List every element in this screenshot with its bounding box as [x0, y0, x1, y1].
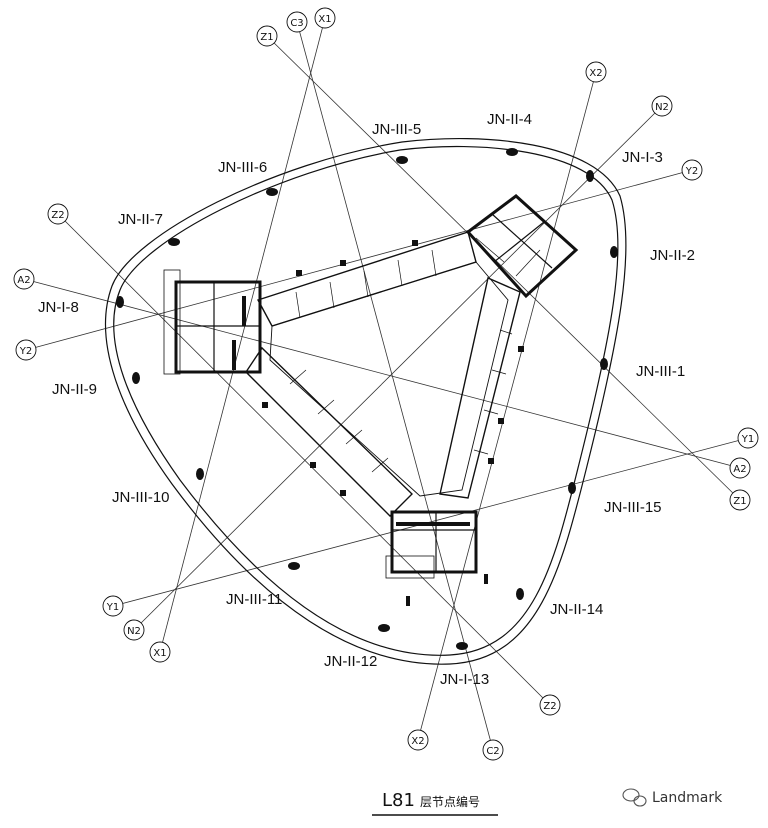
node-label-jn-iii-15: JN-III-15 — [604, 499, 662, 516]
axis-bubble-c2: C2 — [482, 739, 504, 761]
axis-bubble-c3: C3 — [286, 11, 308, 33]
axis-bubble-a2-right: A2 — [729, 457, 751, 479]
axis-bubble-n2-top: N2 — [651, 95, 673, 117]
drawing-title: L81 层节点编号 — [372, 790, 498, 816]
node-label-jn-ii-14: JN-II-14 — [550, 601, 603, 618]
axis-bubble-label: Z2 — [543, 701, 556, 712]
node-label-jn-iii-5: JN-III-5 — [372, 121, 421, 138]
node-label-jn-ii-9: JN-II-9 — [52, 381, 97, 398]
node-label-jn-iii-6: JN-III-6 — [218, 159, 267, 176]
axis-bubble-a2-left: A2 — [13, 268, 35, 290]
axis-bubble-label: N2 — [655, 102, 669, 113]
wechat-icon — [622, 788, 647, 807]
slab-edges — [104, 138, 627, 665]
core-corridors — [245, 231, 521, 517]
axis-bubble-label: X2 — [589, 68, 602, 79]
shaft-bottom — [385, 510, 478, 579]
axis-bubble-y2-right: Y2 — [681, 159, 703, 181]
axis-bubble-z2-bottom: Z2 — [539, 694, 561, 716]
axis-bubble-z1-right: Z1 — [729, 489, 751, 511]
axis-bubble-label: Z1 — [733, 496, 746, 507]
axis-bubble-z1-top: Z1 — [256, 25, 278, 47]
watermark-text: Landmark — [652, 790, 723, 806]
node-label-jn-i-8: JN-I-8 — [38, 299, 79, 316]
axis-bubble-label: Z2 — [51, 210, 64, 221]
axis-bubble-y2-left: Y2 — [15, 339, 37, 361]
shaft-upper-right — [465, 194, 579, 299]
axis-bubble-x2-bottom: X2 — [407, 729, 429, 751]
node-label-jn-iii-10: JN-III-10 — [112, 489, 170, 506]
title-main: L81 — [382, 790, 415, 811]
node-label-jn-i-3: JN-I-3 — [622, 149, 663, 166]
axis-bubble-label: Y1 — [106, 602, 119, 613]
core-marks — [262, 240, 524, 606]
shaft-left — [163, 269, 262, 375]
node-label-jn-ii-4: JN-II-4 — [487, 111, 532, 128]
watermark: Landmark — [622, 788, 723, 807]
axis-bubble-y1-right: Y1 — [737, 427, 759, 449]
axis-bubble-label: N2 — [127, 626, 141, 637]
node-label-jn-iii-1: JN-III-1 — [636, 363, 685, 380]
axis-bubble-y1-left: Y1 — [102, 595, 124, 617]
node-label-jn-ii-7: JN-II-7 — [118, 211, 163, 228]
axis-bubble-x1-top: X1 — [314, 7, 336, 29]
node-labels: JN-III-5 JN-II-4 JN-I-3 JN-III-6 JN-II-7… — [38, 111, 695, 688]
axis-bubble-label: A2 — [733, 464, 746, 475]
axis-bubble-label: Y1 — [741, 434, 754, 445]
title-sub: 层节点编号 — [420, 794, 480, 809]
axis-bubble-label: Z1 — [260, 32, 273, 43]
axis-bubble-label: Y2 — [685, 166, 698, 177]
node-markers — [116, 148, 618, 650]
axis-bubble-z2-left: Z2 — [47, 203, 69, 225]
node-label-jn-iii-11: JN-III-11 — [226, 591, 282, 608]
axis-bubble-label: C2 — [486, 746, 499, 757]
node-label-jn-ii-12: JN-II-12 — [324, 653, 377, 670]
axis-bubbles: Z1 C3 X1 X2 N2 Y2 Z2 A2 Y2 Y1 A2 Z1 Y1 N… — [13, 7, 759, 761]
axis-bubble-label: X1 — [153, 648, 166, 659]
node-label-jn-ii-2: JN-II-2 — [650, 247, 695, 264]
axis-bubble-label: A2 — [17, 275, 30, 286]
axis-bubble-label: Y2 — [19, 346, 32, 357]
axis-bubble-x2-top: X2 — [585, 61, 607, 83]
core-shafts — [163, 194, 579, 579]
axis-bubble-label: X2 — [411, 736, 424, 747]
axis-bubble-label: C3 — [290, 18, 303, 29]
node-label-jn-i-13: JN-I-13 — [440, 671, 489, 688]
axis-bubble-x1-bottom: X1 — [149, 641, 171, 663]
axis-bubble-n2-bottom: N2 — [123, 619, 145, 641]
axis-bubble-label: X1 — [318, 14, 331, 25]
